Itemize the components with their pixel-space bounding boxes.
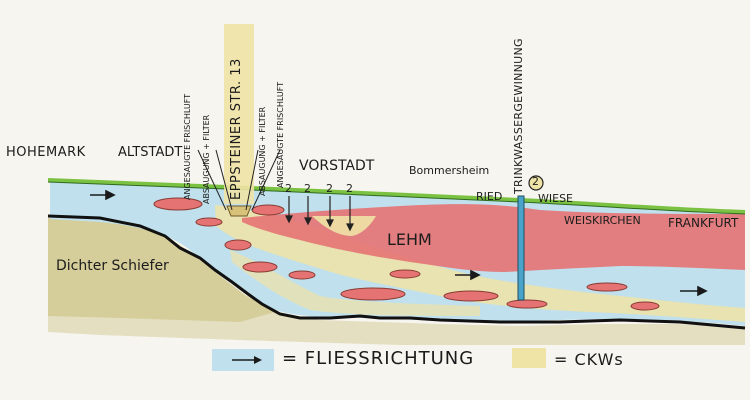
- label-left-absaugung: ABSAUGUNG + FILTER: [202, 114, 211, 204]
- lens: [242, 261, 278, 273]
- lens: [195, 217, 223, 227]
- drill-line: [215, 149, 233, 211]
- drinking-water-well: [517, 195, 525, 301]
- surface-line-dark: [47, 181, 746, 215]
- label-lehm: LEHM: [387, 230, 432, 249]
- ckw-plume-lower: [230, 250, 480, 316]
- lens: [630, 301, 660, 311]
- remediation-well: [226, 205, 252, 217]
- vorstadt-marker: 2: [346, 182, 353, 195]
- label-right-frischluft: ANGESAUGTE FRISCHLUFT: [276, 81, 285, 188]
- schiefer-fill-upper: [48, 218, 275, 322]
- legend-ckw-label: = CKWs: [554, 350, 624, 369]
- label-weisskirchen: WEISKIRCHEN: [564, 214, 641, 227]
- label-ried: RIED: [476, 190, 503, 203]
- label-right-absaugung: ABSAUGUNG + FILTER: [258, 106, 267, 196]
- legend-ckw-swatch: [512, 348, 546, 368]
- label-wiese: WIESE: [538, 192, 574, 205]
- label-left-frischluft: ANGESAUGTE FRISCHLUFT: [183, 93, 192, 200]
- label-eppsteiner: EPPSTEINER STR. 13: [229, 58, 244, 200]
- lens: [443, 290, 499, 302]
- lens: [586, 282, 628, 292]
- vorstadt-marker: 2: [304, 182, 311, 195]
- label-vorstadt: VORSTADT: [299, 158, 375, 174]
- label-bommersheim: Bommersheim: [409, 164, 490, 177]
- lens: [288, 270, 316, 280]
- vorstadt-infiltration-arrows: [285, 196, 354, 232]
- legend: [212, 348, 546, 371]
- well-circle-number: 2: [532, 175, 539, 188]
- lens: [153, 197, 203, 211]
- eppsteiner-column: [224, 24, 254, 204]
- surface-line: [47, 178, 746, 214]
- drill-line: [245, 149, 259, 211]
- label-altstadt: ALTSTADT: [118, 145, 183, 160]
- vorstadt-marker: 2: [326, 182, 333, 195]
- lens: [251, 204, 285, 216]
- label-schiefer: Dichter Schiefer: [56, 258, 169, 274]
- well-circle: [528, 175, 544, 191]
- lens: [389, 269, 421, 279]
- label-trinkwasser: TRINKWASSERGEWINNUNG: [512, 38, 525, 194]
- lens: [506, 299, 548, 309]
- lens: [224, 239, 252, 251]
- bedrock-boundary: [47, 214, 746, 330]
- ckw-lenses: [153, 197, 660, 311]
- lens: [340, 287, 406, 301]
- drill-line: [251, 149, 281, 211]
- flow-arrows: [90, 189, 708, 297]
- drill-line: [197, 149, 227, 211]
- label-frankfurt: FRANKFURT: [668, 216, 739, 230]
- legend-flow-label: = FLIESSRICHTUNG: [282, 348, 475, 369]
- label-hohemark: HOHEMARK: [6, 145, 86, 160]
- vorstadt-marker: 2: [285, 182, 292, 195]
